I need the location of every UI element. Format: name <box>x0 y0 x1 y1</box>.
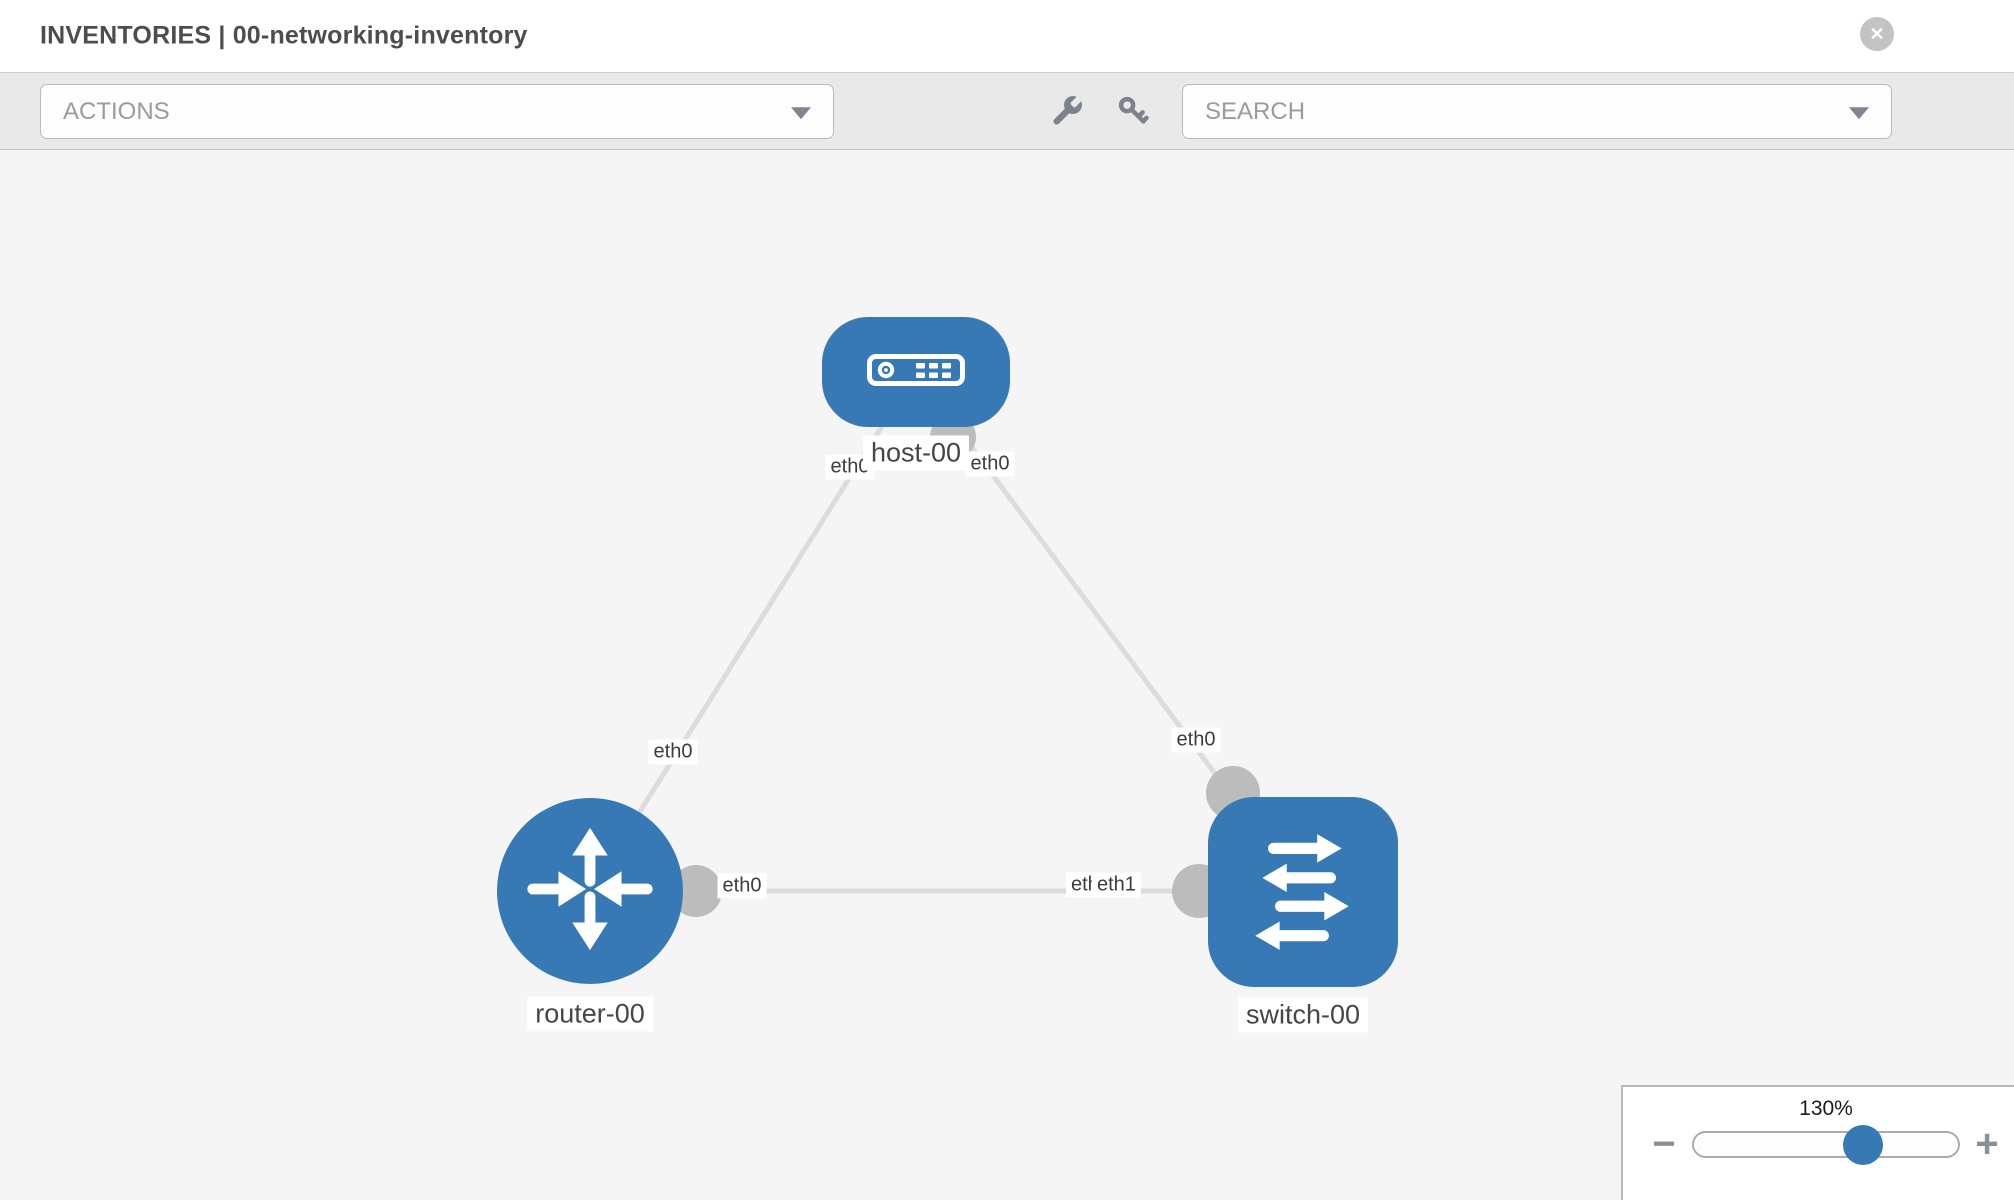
node-label-router-00[interactable]: router-00 <box>527 996 653 1032</box>
topology-links <box>587 370 1306 918</box>
host-icon <box>867 353 965 391</box>
zoom-in-button[interactable]: + <box>1975 1122 1999 1166</box>
node-label-host-00[interactable]: host-00 <box>862 435 970 471</box>
page-title: INVENTORIES | 00-networking-inventory <box>40 21 528 50</box>
search-dropdown[interactable]: SEARCH <box>1182 84 1892 139</box>
zoom-slider[interactable] <box>1692 1124 1960 1165</box>
actions-dropdown[interactable]: ACTIONS <box>40 84 834 139</box>
switch-icon <box>1237 824 1369 961</box>
interface-label-eth0: eth0 <box>1171 727 1221 753</box>
interface-connector <box>670 865 722 917</box>
node-router-00[interactable] <box>497 798 683 984</box>
key-icon[interactable] <box>1116 94 1150 128</box>
router-icon <box>521 820 659 963</box>
zoom-panel: 130% − + <box>1621 1085 2014 1200</box>
node-label-switch-00[interactable]: switch-00 <box>1237 997 1369 1033</box>
topology-canvas[interactable]: host-00 router-00 switch-00 eth0 eth0 et… <box>0 150 2014 1200</box>
chevron-down-icon <box>791 106 811 119</box>
close-icon: ✕ <box>1869 24 1885 44</box>
chevron-down-icon <box>1849 106 1869 119</box>
wrench-icon[interactable] <box>1049 93 1085 129</box>
modal-header: INVENTORIES | 00-networking-inventory ✕ <box>0 0 2014 72</box>
interface-label-eth0: eth0 <box>717 873 767 899</box>
interface-label-eth1: eth1 <box>1092 872 1141 898</box>
node-host-00[interactable] <box>822 317 1010 427</box>
close-button[interactable]: ✕ <box>1860 17 1894 51</box>
interface-label-eth0: eth0 <box>648 739 698 765</box>
toolbar: ACTIONS SEARCH <box>0 72 2014 150</box>
zoom-slider-knob[interactable] <box>1842 1124 1883 1165</box>
search-dropdown-label: SEARCH <box>1205 97 1306 125</box>
actions-dropdown-label: ACTIONS <box>63 97 170 125</box>
zoom-out-button[interactable]: − <box>1652 1122 1676 1166</box>
zoom-level: 130% <box>1799 1097 1853 1120</box>
interface-label-eth0: eth0 <box>965 451 1015 477</box>
node-switch-00[interactable] <box>1208 797 1398 987</box>
